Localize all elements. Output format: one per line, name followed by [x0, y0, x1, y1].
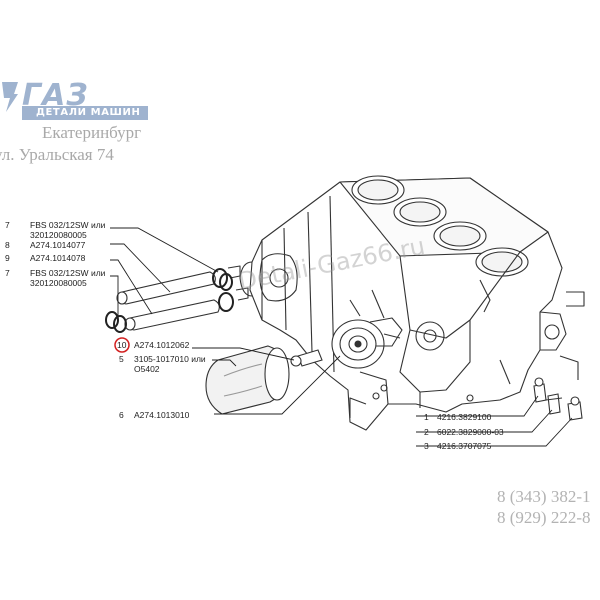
sensor-2: [547, 393, 561, 415]
callout-part: 3105-1017010 или: [134, 354, 206, 364]
callout-num: 6: [119, 410, 124, 420]
callout-num: 1: [424, 412, 429, 422]
callout-part: A274.1014078: [30, 253, 86, 263]
callout-num: 7: [5, 220, 10, 230]
phone-1: 8 (343) 382-1: [497, 487, 591, 506]
callout-num: 2: [424, 427, 429, 437]
callout-part: FBS 032/12SW или: [30, 220, 106, 230]
clamp-7-low-b: [113, 315, 127, 333]
hose-lower: [127, 299, 220, 331]
callout-num: 10: [117, 340, 127, 350]
pump-mount: [415, 321, 445, 351]
clamp-7-top: [212, 268, 228, 288]
callout-part: A274.1012062: [134, 340, 190, 350]
callout-part: 4216.3707075: [437, 441, 492, 451]
callout-num: 9: [5, 253, 10, 263]
callout-part: 320120080005: [30, 278, 87, 288]
callout-num: 7: [5, 268, 10, 278]
clamp-7-low-a: [105, 311, 119, 329]
callout-num: 5: [119, 354, 124, 364]
callout-part: A274.1013010: [134, 410, 190, 420]
phone-2: 8 (929) 222-8: [497, 508, 591, 527]
clamp-7-mid: [218, 292, 234, 312]
hose-upper: [119, 271, 216, 305]
logo-band: ДЕТАЛИ МАШИН: [22, 106, 148, 120]
logo-subtitle: ДЕТАЛИ МАШИН: [36, 107, 141, 118]
callout-part: 320120080005: [30, 230, 87, 240]
callout-num: 8: [5, 240, 10, 250]
city-text: Екатеринбург: [42, 123, 142, 142]
callout-part: FBS 032/12SW или: [30, 268, 106, 278]
callout-part: 4216.3829100: [437, 412, 492, 422]
logo-emblem-icon: [2, 82, 18, 112]
callout-part: O5402: [134, 364, 160, 374]
callout-part: 6022.3829000-03: [437, 427, 504, 437]
address-text: ул. Уральская 74: [0, 145, 114, 164]
callout-part: A274.1014077: [30, 240, 86, 250]
highlight-ring: [114, 337, 130, 353]
callout-num: 3: [424, 441, 429, 451]
